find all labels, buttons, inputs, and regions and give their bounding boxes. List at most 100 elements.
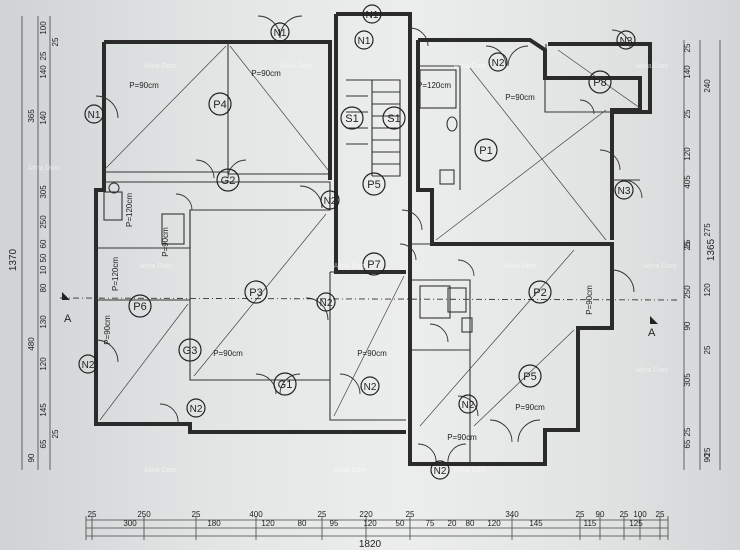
- room-tag-circle: [518, 364, 542, 388]
- watermark: Alma Dom: [454, 63, 487, 70]
- watermark: Alma Dom: [144, 467, 177, 474]
- door-tag: N1: [274, 28, 287, 39]
- bottom-dimension-value: 120: [363, 519, 377, 528]
- door-tag-circle: [362, 4, 382, 24]
- watermark: Alma Dom: [144, 63, 177, 70]
- right-dimension-value: 405: [683, 175, 692, 189]
- right-total-dimension: 1365: [706, 238, 717, 261]
- watermark: Alma Dom: [504, 263, 537, 270]
- bottom-dimension-value: 80: [466, 519, 475, 528]
- left-dimension-value: 65: [39, 439, 48, 448]
- window-spec-label: P=90cm: [251, 69, 281, 78]
- room-tag: G1: [278, 379, 293, 391]
- right-dimension-value: 25: [703, 345, 712, 354]
- window-spec-label: P=90cm: [357, 349, 387, 358]
- bottom-dimension-value: 95: [330, 519, 339, 528]
- bottom-dimension-value: 25: [576, 510, 585, 519]
- door-tag: N2: [462, 400, 475, 411]
- right-dimension-value: 240: [703, 79, 712, 93]
- room-tag-circle: [362, 172, 386, 196]
- right-dimension-value: 25: [683, 109, 692, 118]
- staircase: [346, 80, 400, 176]
- window-spec-label: P=120cm: [417, 81, 451, 90]
- room-tag: G2: [221, 175, 236, 187]
- room-tag-circle: [216, 168, 240, 192]
- room-tag-circle: [382, 106, 406, 130]
- door-tag-circle: [360, 376, 380, 396]
- left-dimension-value: 145: [39, 403, 48, 417]
- room-tag-circle: [128, 294, 152, 318]
- door-tag-circle: [84, 104, 104, 124]
- left-dimension-value: 80: [39, 283, 48, 292]
- room-tag-circle: [474, 138, 498, 162]
- watermark: Alma Dom: [334, 467, 367, 474]
- left-dimension-value: 100: [39, 21, 48, 35]
- window-spec-label: P=120cm: [125, 193, 134, 227]
- door-tag: N2: [364, 382, 377, 393]
- door-tag: N2: [320, 298, 333, 309]
- bottom-dimension-value: 100: [633, 510, 647, 519]
- watermark: Alma Dom: [636, 367, 669, 374]
- right-dimension-value: 65: [683, 439, 692, 448]
- left-dimension-value: 25: [51, 37, 60, 46]
- window-spec-label: P=90cm: [103, 315, 112, 345]
- room-tag-circle: [528, 280, 552, 304]
- bottom-dimension-value: 25: [406, 510, 415, 519]
- watermark: Alma Dom: [280, 63, 313, 70]
- right-dimension-value: 250: [683, 285, 692, 299]
- window-spec-label: P=90cm: [213, 349, 243, 358]
- left-dimension-value: 90: [27, 453, 36, 462]
- left-dimension-value: 60: [39, 239, 48, 248]
- room-tag: G3: [183, 345, 198, 357]
- bottom-dimension-value: 120: [261, 519, 275, 528]
- door-tag-circle: [354, 30, 374, 50]
- room-tag: S1: [387, 113, 400, 125]
- section-mark-left: A: [64, 313, 72, 325]
- bottom-dimension-value: 125: [629, 519, 643, 528]
- right-dimension-value: 305: [683, 373, 692, 387]
- room-tag: P8: [593, 77, 606, 89]
- bottom-dimension-value: 75: [426, 519, 435, 528]
- bottom-dimension-value: 340: [505, 510, 519, 519]
- room-tag-circle: [244, 280, 268, 304]
- left-dimension-value: 120: [39, 357, 48, 371]
- door-tag: N1: [88, 110, 101, 121]
- window-spec-label: P=90cm: [161, 227, 170, 257]
- door-tag: N2: [492, 58, 505, 69]
- room-tag: P4: [213, 99, 226, 111]
- door-tag: N2: [324, 196, 337, 207]
- left-dimension-value: 50: [39, 253, 48, 262]
- right-dimension-value: 90: [703, 453, 712, 462]
- bottom-dimension-value: 25: [88, 510, 97, 519]
- right-dimension-value: 140: [683, 65, 692, 79]
- window-spec-label: P=120cm: [111, 257, 120, 291]
- bottom-dimension-value: 145: [529, 519, 543, 528]
- right-dimension-value: 25: [683, 427, 692, 436]
- door-tag-circle: [320, 190, 340, 210]
- room-diagonals: [99, 45, 641, 427]
- room-tag: P6: [133, 301, 146, 313]
- left-dimension-value: 140: [39, 111, 48, 125]
- window-spec-label: P=90cm: [505, 93, 535, 102]
- watermark: Alma Dom: [140, 263, 173, 270]
- right-dimension-value: 25: [703, 447, 712, 456]
- left-dimension-value: 250: [39, 215, 48, 229]
- room-tag: P7: [367, 259, 380, 271]
- door-tag: N1: [358, 36, 371, 47]
- room-tag-circle: [588, 70, 612, 94]
- bottom-dimension-value: 115: [584, 519, 597, 528]
- left-dimension-value: 25: [39, 51, 48, 60]
- door-tag-circle: [488, 52, 508, 72]
- door-tag-circle: [316, 292, 336, 312]
- door-tag-circle: [614, 180, 634, 200]
- bottom-dimension-value: 25: [318, 510, 327, 519]
- right-dimension-value: 90: [683, 321, 692, 330]
- section-mark-right: A: [648, 327, 656, 339]
- door-tag: N2: [190, 404, 203, 415]
- watermark: Alma Dom: [644, 263, 677, 270]
